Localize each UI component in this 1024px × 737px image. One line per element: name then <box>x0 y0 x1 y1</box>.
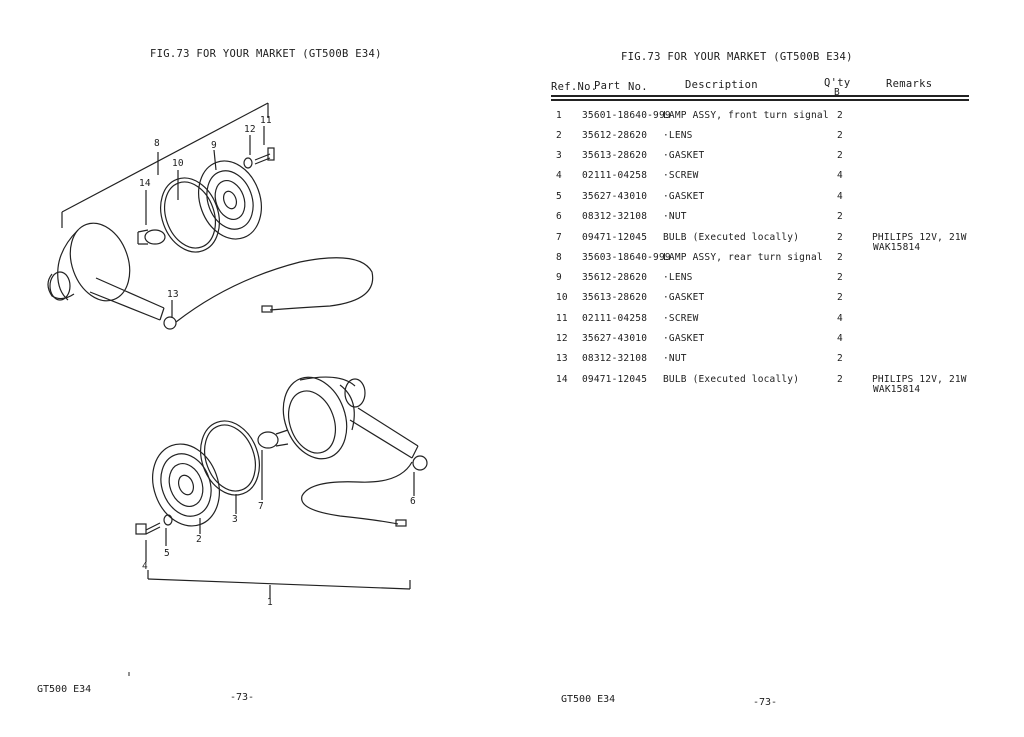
exploded-parts-diagram <box>47 102 428 676</box>
cell-part-no: 35601-18640-999 <box>582 110 671 121</box>
cell-description: ·SCREW <box>663 313 699 324</box>
cell-qty: 2 <box>837 272 843 283</box>
cell-qty: 2 <box>837 110 843 121</box>
cell-part-no: 35613-28620 <box>582 150 648 161</box>
cell-description: ·GASKET <box>663 191 705 202</box>
callout-3: 3 <box>232 514 238 525</box>
callout-2: 2 <box>196 534 202 545</box>
cell-ref: 13 <box>556 353 568 364</box>
callout-9: 9 <box>211 140 217 151</box>
col-header-remarks: Remarks <box>886 78 933 90</box>
cell-description: ·GASKET <box>663 292 705 303</box>
cell-ref: 3 <box>556 150 562 161</box>
cell-remarks-line2: WAK15814 <box>873 384 921 395</box>
left-footer-model: GT500 E34 <box>37 684 92 695</box>
callout-8: 8 <box>154 138 160 149</box>
cell-remarks-line2: WAK15814 <box>873 242 921 253</box>
col-header-description: Description <box>685 79 758 91</box>
cell-part-no: 02111-04258 <box>582 170 648 181</box>
cell-part-no: 09471-12045 <box>582 374 648 385</box>
callout-1: 1 <box>267 597 273 608</box>
cell-qty: 2 <box>837 353 843 364</box>
cell-part-no: 35612-28620 <box>582 130 648 141</box>
cell-part-no: 35612-28620 <box>582 272 648 283</box>
header-rule-bottom <box>551 99 969 101</box>
cell-description: ·LENS <box>663 272 693 283</box>
callout-11: 11 <box>260 115 272 126</box>
cell-part-no: 08312-32108 <box>582 353 648 364</box>
cell-ref: 6 <box>556 211 562 222</box>
cell-part-no: 35627-43010 <box>582 191 648 202</box>
cell-description: ·GASKET <box>663 333 705 344</box>
callout-5: 5 <box>164 548 170 559</box>
cell-description: LAMP ASSY, rear turn signal <box>663 252 823 263</box>
callout-14: 14 <box>139 178 151 189</box>
right-footer-model: GT500 E34 <box>561 694 616 705</box>
cell-ref: 11 <box>556 313 568 324</box>
cell-part-no: 35613-28620 <box>582 292 648 303</box>
callout-10: 10 <box>172 158 184 169</box>
left-page-title: FIG.73 FOR YOUR MARKET (GT500B E34) <box>150 48 382 60</box>
cell-description: ·SCREW <box>663 170 699 181</box>
right-footer-page: -73- <box>753 697 778 708</box>
callout-4: 4 <box>142 561 148 572</box>
cell-remarks: PHILIPS 12V, 21W <box>872 374 967 385</box>
cell-qty: 4 <box>837 333 843 344</box>
cell-ref: 5 <box>556 191 562 202</box>
callout-6: 6 <box>410 496 416 507</box>
col-header-part: Part <box>594 80 621 92</box>
right-page-title: FIG.73 FOR YOUR MARKET (GT500B E34) <box>621 51 853 63</box>
cell-qty: 2 <box>837 292 843 303</box>
cell-ref: 9 <box>556 272 562 283</box>
cell-ref: 10 <box>556 292 568 303</box>
cell-description: ·NUT <box>663 211 687 222</box>
cell-qty: 2 <box>837 374 843 385</box>
col-header-ref-no: Ref.No. <box>551 81 598 93</box>
col-header-no: No. <box>628 81 648 93</box>
cell-ref: 4 <box>556 170 562 181</box>
cell-qty: 4 <box>837 191 843 202</box>
cell-ref: 8 <box>556 252 562 263</box>
cell-remarks: PHILIPS 12V, 21W <box>872 232 967 243</box>
callout-12: 12 <box>244 124 256 135</box>
cell-part-no: 08312-32108 <box>582 211 648 222</box>
cell-description: ·NUT <box>663 353 687 364</box>
cell-qty: 4 <box>837 170 843 181</box>
cell-qty: 4 <box>837 313 843 324</box>
col-header-qty-sub: B <box>834 87 840 98</box>
cell-description: LAMP ASSY, front turn signal <box>663 110 829 121</box>
cell-qty: 2 <box>837 150 843 161</box>
cell-description: BULB (Executed locally) <box>663 374 800 385</box>
cell-qty: 2 <box>837 252 843 263</box>
cell-qty: 2 <box>837 130 843 141</box>
cell-description: ·GASKET <box>663 150 705 161</box>
cell-description: ·LENS <box>663 130 693 141</box>
header-rule-top <box>551 95 969 97</box>
cell-part-no: 35603-18640-999 <box>582 252 671 263</box>
cell-ref: 12 <box>556 333 568 344</box>
cell-ref: 7 <box>556 232 562 243</box>
cell-qty: 2 <box>837 232 843 243</box>
cell-part-no: 09471-12045 <box>582 232 648 243</box>
cell-qty: 2 <box>837 211 843 222</box>
col-header-qty: Q'ty <box>824 77 851 89</box>
callout-13: 13 <box>167 289 179 300</box>
cell-part-no: 02111-04258 <box>582 313 648 324</box>
cell-part-no: 35627-43010 <box>582 333 648 344</box>
left-footer-page: -73- <box>230 692 255 703</box>
cell-ref: 2 <box>556 130 562 141</box>
callout-7: 7 <box>258 501 264 512</box>
cell-ref: 1 <box>556 110 562 121</box>
cell-ref: 14 <box>556 374 568 385</box>
cell-description: BULB (Executed locally) <box>663 232 800 243</box>
